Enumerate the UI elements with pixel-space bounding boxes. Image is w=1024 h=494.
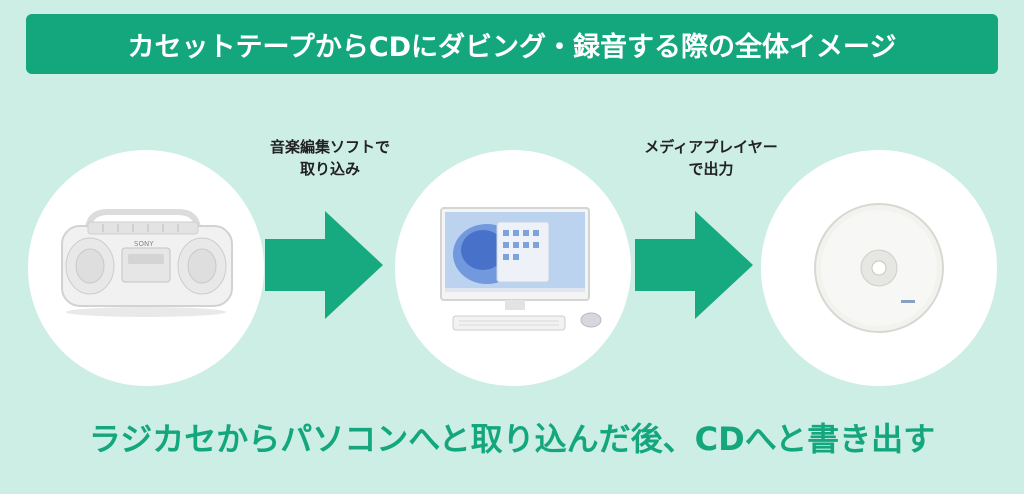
radio-brand-label: SONY <box>134 240 154 248</box>
cassette-radio-icon: SONY <box>61 209 233 317</box>
page-title: カセットテープからCDにダビング・録音する際の全体イメージ <box>127 31 897 63</box>
title-banner: カセットテープからCDにダビング・録音する際の全体イメージ <box>26 14 998 74</box>
step-label-output-line2: で出力 <box>688 160 734 178</box>
step-label-import: 音楽編集ソフトで 取り込み <box>250 136 410 180</box>
step-label-import-line2: 取り込み <box>299 160 360 178</box>
step-label-import-line1: 音楽編集ソフトで <box>269 138 390 156</box>
arrow-right-icon <box>635 211 753 319</box>
pc-circle <box>395 150 631 386</box>
radio-circle: SONY <box>28 150 264 386</box>
step-label-output-line1: メディアプレイヤー <box>644 138 778 156</box>
arrow-right-icon <box>265 211 383 319</box>
cd-circle <box>761 150 997 386</box>
step-label-output: メディアプレイヤー で出力 <box>616 136 806 180</box>
desktop-computer-icon <box>440 207 602 331</box>
compact-disc-icon <box>814 203 944 333</box>
summary-caption: ラジカセからパソコンへと取り込んだ後、CDへと書き出す <box>88 420 936 458</box>
